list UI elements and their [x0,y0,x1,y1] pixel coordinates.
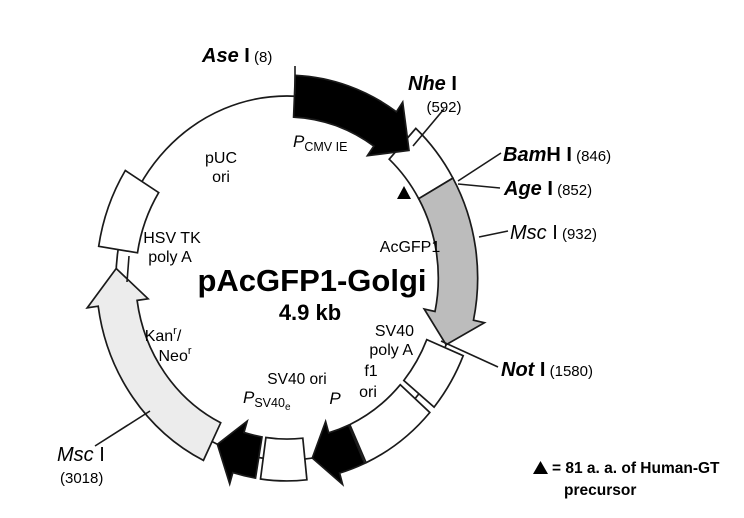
sv40-polya-segment [402,338,465,409]
age-i-label: Age I (852) [503,178,592,200]
puc-ori-label-1: pUC [205,150,237,167]
sv40-polya-label-2: poly A [369,342,413,359]
nhe-i-position: (592) [426,99,461,116]
msc-i-3018-label: Msc I [57,444,105,466]
plasmid-size: 4.9 kb [279,300,341,325]
kan-hsv-tick [126,255,130,283]
kan-neo-arrow [85,267,222,462]
msc-i-932-leader [478,230,509,238]
human-gt-fusion-marker [397,186,411,199]
hsv-tk-label-1: HSV TK [143,230,201,247]
neo-label: Neor [158,345,191,365]
hsv-tk-polya-segment [97,169,160,254]
bamh-i-leader [457,152,502,182]
acgfp1-arrow [417,176,487,346]
acgfp1-label: AcGFP1 [380,239,441,256]
msc-i-3018-leader [94,410,151,447]
hsv-tk-label-2: poly A [148,249,192,266]
nhe-i-label: Nhe I [408,73,457,95]
f1-ori-label-2: ori [359,384,377,401]
not-i-leader [440,340,499,368]
legend-line-1: = 81 a. a. of Human-GT [552,460,720,477]
legend-triangle-icon [533,461,548,474]
puc-ori-label-2: ori [212,169,230,186]
f1-ori-label-1: f1 [364,363,377,380]
legend-line-2: precursor [564,482,636,499]
sv40-ori-label: SV40 ori [267,371,326,388]
pcmv-ie-arrow [292,74,410,157]
age-i-leader [457,183,501,189]
not-i-label: Not I (1580) [501,359,593,381]
sv40-ori-segment [259,436,308,482]
sv40-polya-label-1: SV40 [375,323,414,340]
pcmv-ie-label: PCMV IE [293,132,347,154]
nhe-i-leader [412,108,445,147]
plasmid-title: pAcGFP1-Golgi [197,263,426,298]
psv40e-arrow [216,418,263,487]
ase-i-label: Ase I (8) [201,45,272,67]
kan-label: Kanr/ [145,325,182,345]
f1-ori-segment [348,383,431,464]
p-promoter-label: P [329,389,341,408]
p-promoter-arrow [311,418,366,487]
bamh-i-label: BamH I (846) [503,144,611,166]
msc-i-932-label: Msc I (932) [510,222,597,244]
psv40e-label: PSV40e [243,388,291,413]
msc-i-3018-position: (3018) [60,470,103,487]
